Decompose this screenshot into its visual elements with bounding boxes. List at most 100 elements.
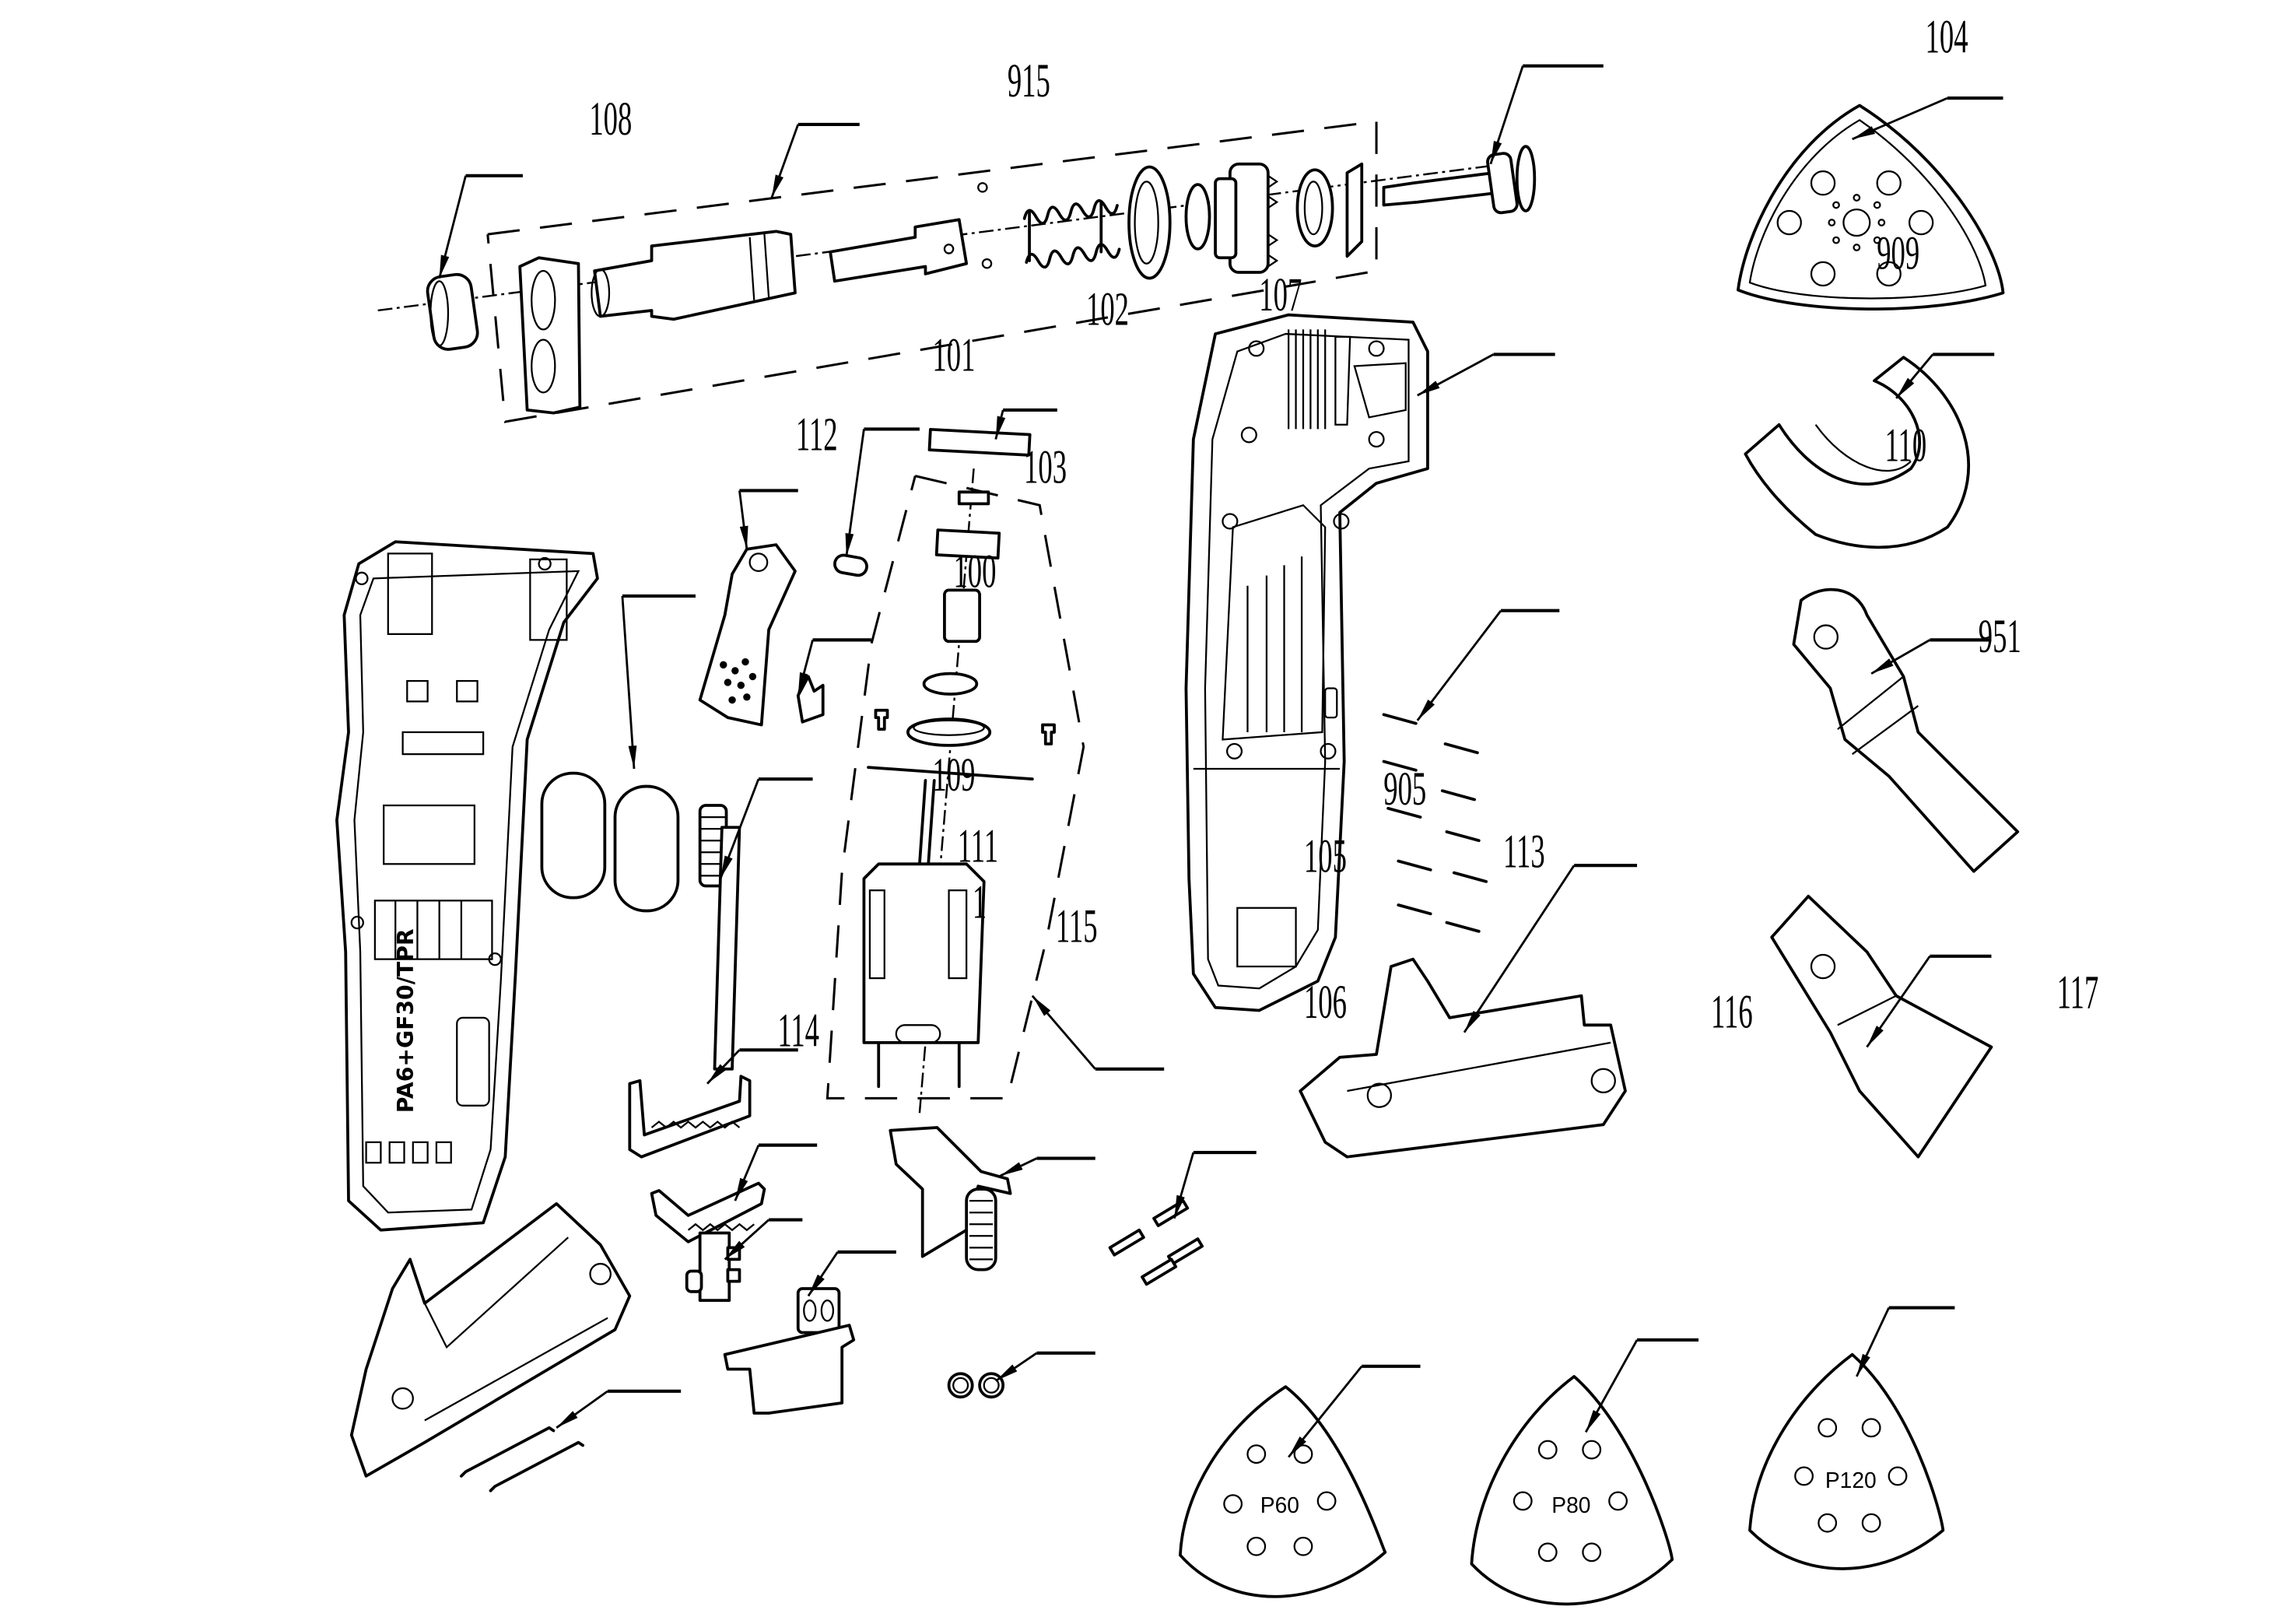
plunge-blade-120 — [1792, 588, 2020, 873]
housing-half-right-909 — [1184, 313, 1429, 1012]
callout-1: 1 — [724, 875, 987, 1261]
sanding-pad-122 — [1737, 103, 2005, 310]
spindle-shaft — [591, 230, 797, 321]
callout-leader-line — [1463, 865, 1576, 1033]
pads-112 — [540, 771, 680, 913]
callout-label: 117 — [2057, 966, 2099, 1019]
callout-915: 915 — [770, 54, 1050, 198]
spring — [1022, 199, 1121, 269]
fan-107 — [927, 427, 1032, 457]
callout-label: 112 — [796, 408, 838, 461]
callout-104: 104 — [1489, 10, 1968, 165]
arrowhead-icon — [720, 855, 733, 879]
callout-label: 915 — [1008, 54, 1050, 107]
washer-ring — [1127, 165, 1172, 280]
contact-strip-109 — [628, 1075, 752, 1159]
callout-120: 120 — [1870, 638, 1992, 675]
eccentric-lever — [518, 256, 582, 415]
arrowhead-icon — [1871, 658, 1894, 674]
spindle-sleeve — [829, 218, 969, 283]
arrowhead-icon — [1896, 377, 1915, 398]
arrowhead-icon — [995, 416, 1006, 440]
callout-115: 115 — [807, 900, 1098, 1297]
arrowhead-icon — [771, 174, 783, 198]
sanding-sheet-118: P120 — [1748, 1352, 1945, 1570]
flange — [1345, 162, 1364, 258]
arrowhead-icon — [1288, 1436, 1306, 1457]
callout-951: 951 — [1463, 609, 2021, 1033]
callout-102: 102 — [845, 282, 1129, 557]
callout-101: 101 — [738, 328, 975, 549]
callout-label: 108 — [589, 93, 632, 146]
callout-109: 109 — [706, 748, 975, 1085]
arrowhead-icon — [707, 1064, 727, 1084]
callout-label: 109 — [932, 748, 975, 801]
callout-112: 112 — [621, 408, 838, 770]
callout-107: 107 — [994, 268, 1302, 440]
arrowhead-icon — [1000, 1162, 1023, 1177]
callout-label: 102 — [1086, 282, 1129, 335]
callout-105: 105 — [999, 830, 1347, 1177]
callout-leader-line — [621, 595, 636, 770]
arrowhead-icon — [439, 254, 450, 279]
arrowhead-icon — [734, 1177, 748, 1201]
callout-label: 115 — [1056, 900, 1098, 952]
switch-1 — [685, 1231, 741, 1302]
callout-122: 122 — [1852, 96, 2003, 141]
callout-label: 116 — [1711, 985, 1753, 1038]
callout-label: 100 — [953, 545, 996, 598]
arrowhead-icon — [1417, 700, 1435, 721]
callout-113: 113 — [1173, 825, 1545, 1219]
callout-117: 117 — [1584, 966, 2099, 1433]
callout-label: 114 — [777, 1004, 819, 1057]
battery-terminal-115 — [723, 1287, 856, 1415]
pin-102 — [833, 553, 868, 577]
callouts: 1089151041221219091021071011121031001101… — [438, 10, 2099, 1458]
segment-blade-121 — [1744, 356, 1970, 549]
switch-dial-105 — [889, 1126, 1012, 1271]
callout-111: 111 — [734, 819, 998, 1201]
housing-material-marking: PA6+GF30/TPR — [393, 928, 419, 1113]
grit-label-p80: P80 — [1551, 1492, 1590, 1517]
callout-label: 105 — [1304, 830, 1347, 882]
callout-116: 116 — [1288, 985, 1753, 1458]
motor-bearing — [943, 588, 981, 644]
washers-106 — [947, 1372, 1005, 1399]
callout-118: 118 — [1856, 1306, 1955, 1377]
motor-body — [862, 862, 986, 1044]
springs-114 — [460, 1426, 584, 1492]
grit-label-p120: P120 — [1825, 1468, 1877, 1492]
callout-label: 103 — [1024, 440, 1067, 493]
callout-label: 106 — [1304, 975, 1347, 1028]
arrowhead-icon — [1463, 1011, 1481, 1033]
callout-label: 113 — [1503, 825, 1545, 878]
arrowhead-icon — [1417, 381, 1440, 396]
arrowhead-icon — [808, 1274, 825, 1296]
callout-103: 103 — [797, 440, 1067, 696]
screws-110 — [1382, 713, 1488, 933]
callout-106: 106 — [994, 975, 1347, 1382]
arrowhead-icon — [1032, 995, 1051, 1016]
sanding-sheet-116: P60 — [1179, 1385, 1387, 1598]
arrowhead-icon — [797, 672, 808, 696]
callout-label: 101 — [932, 328, 975, 381]
bearing-108 — [426, 272, 479, 351]
bearing-ring — [1295, 168, 1334, 248]
callout-909: 909 — [1417, 226, 1919, 397]
callout-100: 100 — [719, 545, 996, 879]
arrowhead-icon — [739, 525, 748, 549]
callout-121: 121 — [1895, 353, 1995, 399]
clamping-bolt-104 — [1382, 145, 1537, 215]
callout-905: 905 — [1031, 763, 1426, 1071]
grit-label-p60: P60 — [1260, 1492, 1299, 1517]
arrowhead-icon — [1856, 1353, 1870, 1377]
spindle-assembly-915 — [377, 120, 1494, 423]
arrowhead-icon — [628, 745, 637, 769]
arrowhead-icon — [724, 1240, 745, 1260]
arrowhead-icon — [1174, 1194, 1185, 1219]
callout-label: 111 — [958, 819, 998, 872]
callout-label: 104 — [1926, 10, 1968, 63]
housing-half-left: PA6+GF30/TPR — [335, 540, 599, 1232]
callout-label: 905 — [1383, 763, 1426, 816]
